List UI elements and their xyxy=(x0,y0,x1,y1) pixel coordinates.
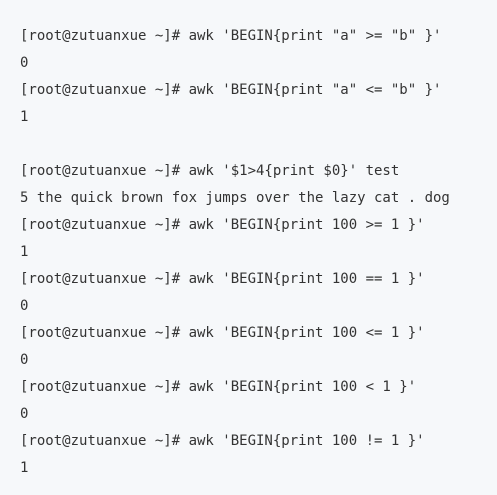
output-line: 0 xyxy=(20,55,29,71)
output-line: 0 xyxy=(20,352,29,368)
command-line: [root@zutuanxue ~]# awk 'BEGIN{print 100… xyxy=(20,271,425,287)
command-line: [root@zutuanxue ~]# awk 'BEGIN{print 100… xyxy=(20,379,417,395)
command-line: [root@zutuanxue ~]# awk '$1>4{print $0}'… xyxy=(20,163,400,179)
output-line: 1 xyxy=(20,109,29,125)
output-line: 1 xyxy=(20,460,29,476)
output-line: 1 xyxy=(20,244,29,260)
command-line: [root@zutuanxue ~]# awk 'BEGIN{print 100… xyxy=(20,217,425,233)
output-line: 0 xyxy=(20,406,29,422)
command-line: [root@zutuanxue ~]# awk 'BEGIN{print 100… xyxy=(20,433,425,449)
blank-line xyxy=(20,135,497,162)
command-line: [root@zutuanxue ~]# awk 'BEGIN{print "a"… xyxy=(20,82,442,98)
output-line: 0 xyxy=(20,298,29,314)
command-line: [root@zutuanxue ~]# awk 'BEGIN{print 100… xyxy=(20,325,425,341)
output-line: 5 the quick brown fox jumps over the laz… xyxy=(20,190,450,206)
command-line: [root@zutuanxue ~]# awk 'BEGIN{print "a"… xyxy=(20,28,442,44)
